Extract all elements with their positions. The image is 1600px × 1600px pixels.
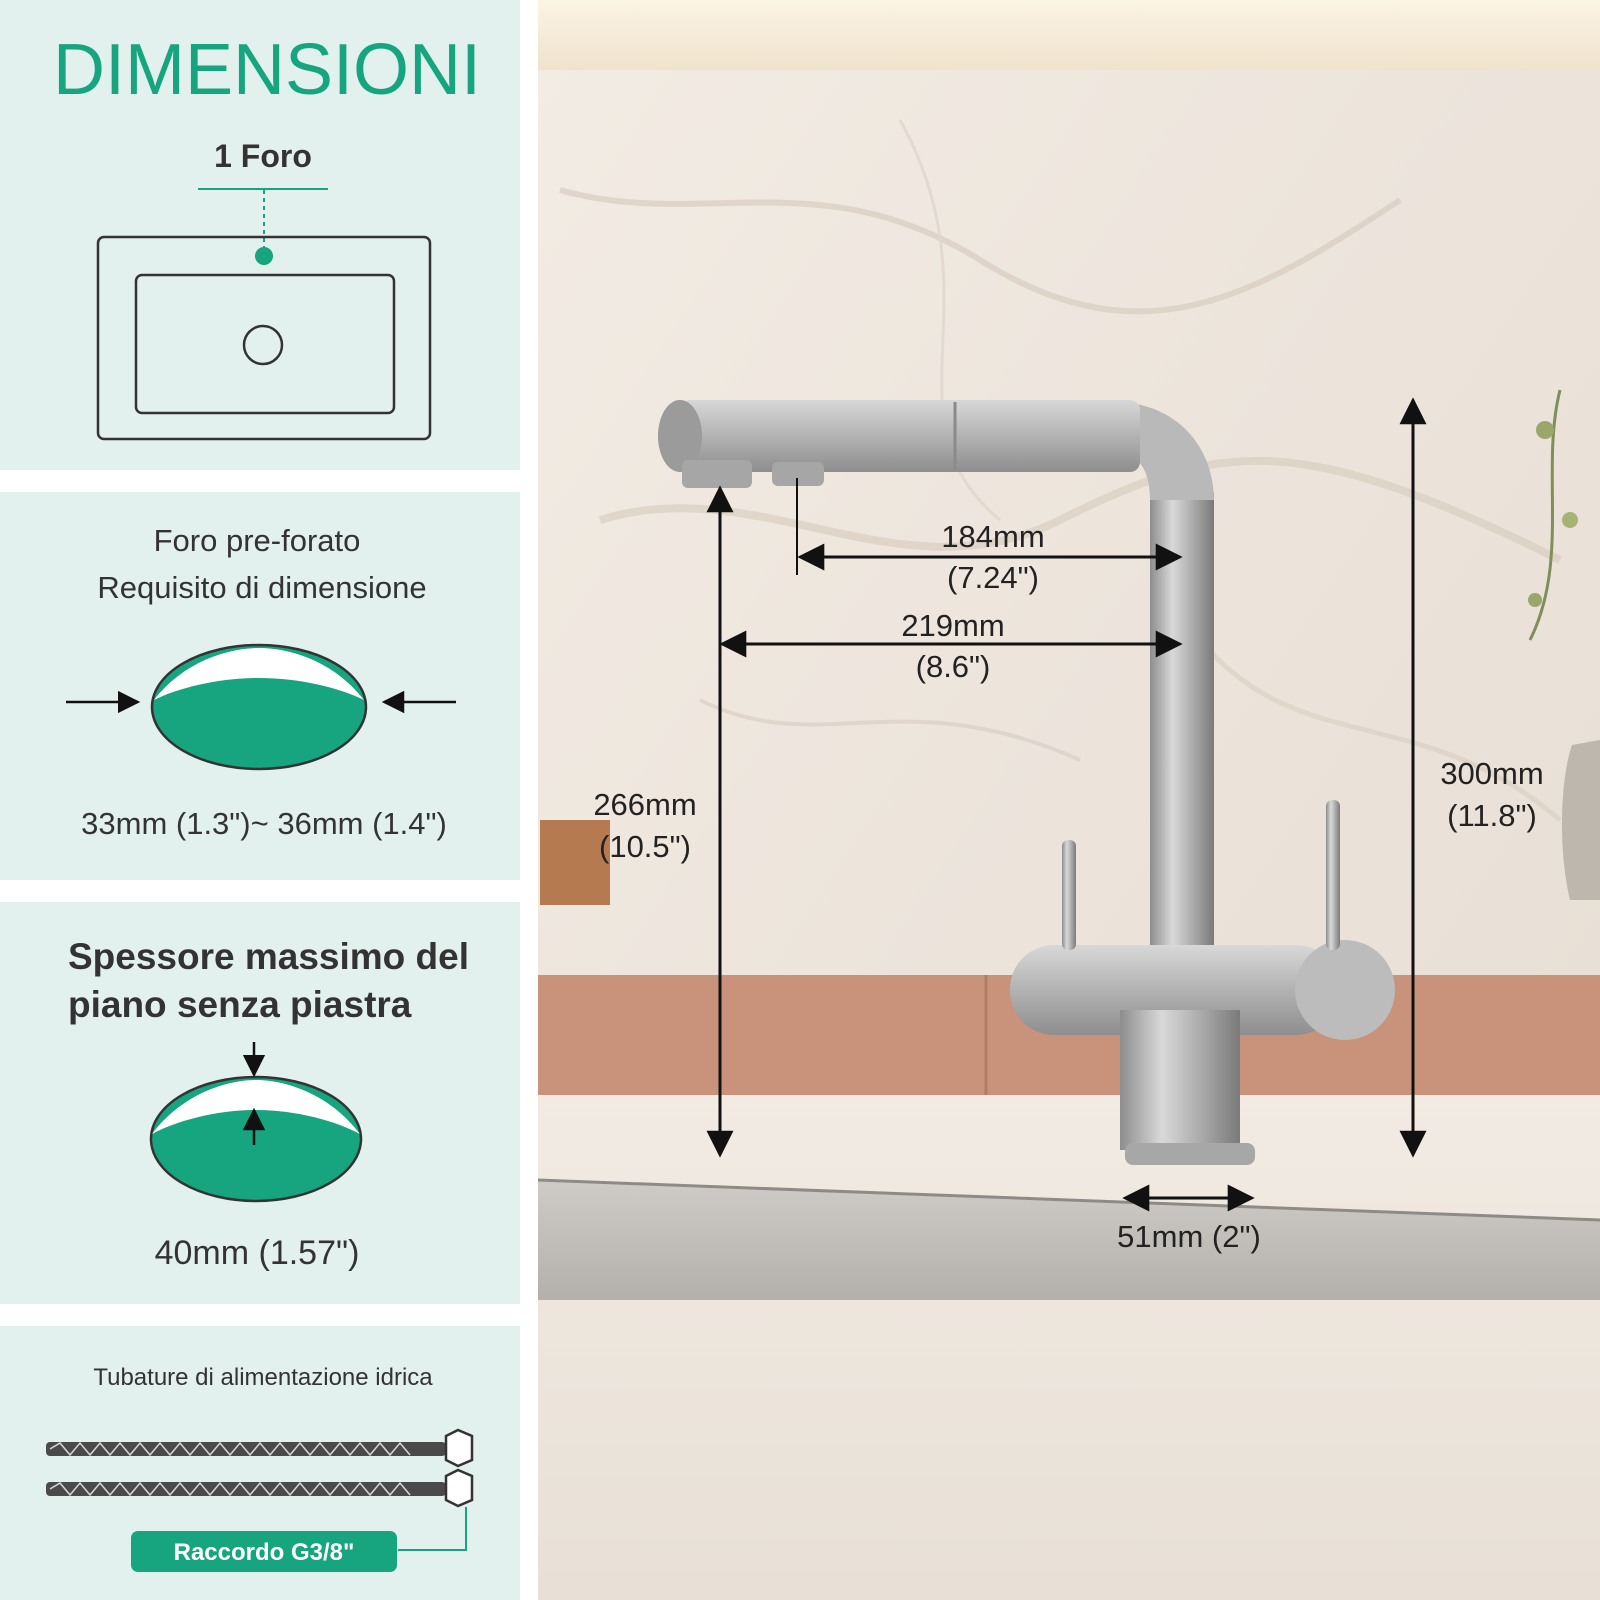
hose-2-nut-icon [444, 1468, 474, 1508]
spout-reach-in: (7.24") [947, 560, 1039, 595]
page-title: DIMENSIONI [53, 30, 481, 110]
hose-1-nut-icon [444, 1428, 474, 1468]
plant-stem [1528, 389, 1562, 641]
spout-height-mm: 266mm [593, 787, 696, 822]
thickness-value: 40mm (1.57") [155, 1234, 360, 1272]
marble-vein [559, 187, 1402, 315]
left-info-column: DIMENSIONI 1 Foro Foro pre-forato Requis… [0, 0, 538, 1600]
faucet-spout [680, 400, 1140, 472]
vase [1561, 740, 1600, 900]
supply-hoses-icon [46, 1428, 474, 1551]
mounting-label: 1 Foro [214, 138, 312, 174]
countertop [538, 1095, 1600, 1600]
spout-height-in: (10.5") [599, 829, 691, 864]
marble-vein [1198, 638, 1562, 822]
hole-diameter-icon [66, 643, 456, 771]
faucet-body [1010, 945, 1340, 1035]
plant-leaf [1528, 593, 1542, 607]
panel-mounting [0, 0, 520, 470]
faucet-handle-left [1062, 840, 1076, 950]
faucet-base [1120, 1010, 1240, 1150]
plant-leaf [1562, 512, 1578, 528]
spout-reach-mm: 184mm [941, 519, 1044, 554]
drain-icon [242, 324, 284, 366]
faucet-handle-right [1326, 800, 1340, 950]
faucet-photo-area: 184mm (7.24") 219mm (8.6") 266mm (10.5")… [537, 0, 1600, 1600]
hole-title-line2: Requisito di dimensione [97, 570, 426, 605]
thickness-icon [149, 1042, 363, 1203]
ceiling-light [538, 0, 1600, 70]
spout-outlet [772, 462, 824, 486]
total-reach-in: (8.6") [916, 649, 991, 684]
thickness-highlight [152, 1080, 360, 1134]
basin-outline-icon [134, 273, 396, 415]
connector-label: Raccordo G3/8" [174, 1539, 355, 1566]
total-reach-mm: 219mm [901, 608, 1004, 643]
marble-vein [898, 119, 1001, 522]
hose-1-braid [49, 1441, 411, 1457]
total-height-in: (11.8") [1447, 798, 1537, 833]
total-height-mm: 300mm [1440, 756, 1543, 791]
wooden-board [540, 820, 610, 905]
faucet-body-cap [1295, 940, 1395, 1040]
plant-leaf [1536, 421, 1554, 439]
sink-outline-icon [96, 235, 432, 441]
connector-leader [398, 1507, 467, 1551]
hose-2 [46, 1482, 446, 1496]
hole-marker-icon [255, 247, 273, 265]
faucet [658, 400, 1395, 1165]
thickness-title-line2: piano senza piastra [68, 984, 412, 1025]
hole-highlight [154, 648, 364, 700]
hose-2-braid [49, 1481, 411, 1497]
thickness-title-line1: Spessore massimo del [68, 936, 469, 977]
spout-outlet [682, 460, 752, 488]
hose-1 [46, 1442, 446, 1456]
faucet-column [1150, 490, 1214, 960]
marble-vein [699, 698, 1081, 762]
base-diameter-label: 51mm (2") [1117, 1219, 1261, 1254]
hole-title-line1: Foro pre-forato [154, 523, 361, 558]
marble-vein [598, 456, 1562, 564]
supply-title: Tubature di alimentazione idrica [93, 1364, 433, 1391]
connector-badge [131, 1531, 397, 1572]
dimension-labels: 184mm (7.24") 219mm (8.6") 266mm (10.5")… [593, 519, 1543, 1254]
hole-range: 33mm (1.3")~ 36mm (1.4") [81, 806, 447, 841]
faucet-base-ring [1125, 1143, 1255, 1165]
spout-tip [658, 400, 702, 472]
sink-edge [537, 1178, 1600, 1222]
dimension-lines [706, 397, 1427, 1212]
